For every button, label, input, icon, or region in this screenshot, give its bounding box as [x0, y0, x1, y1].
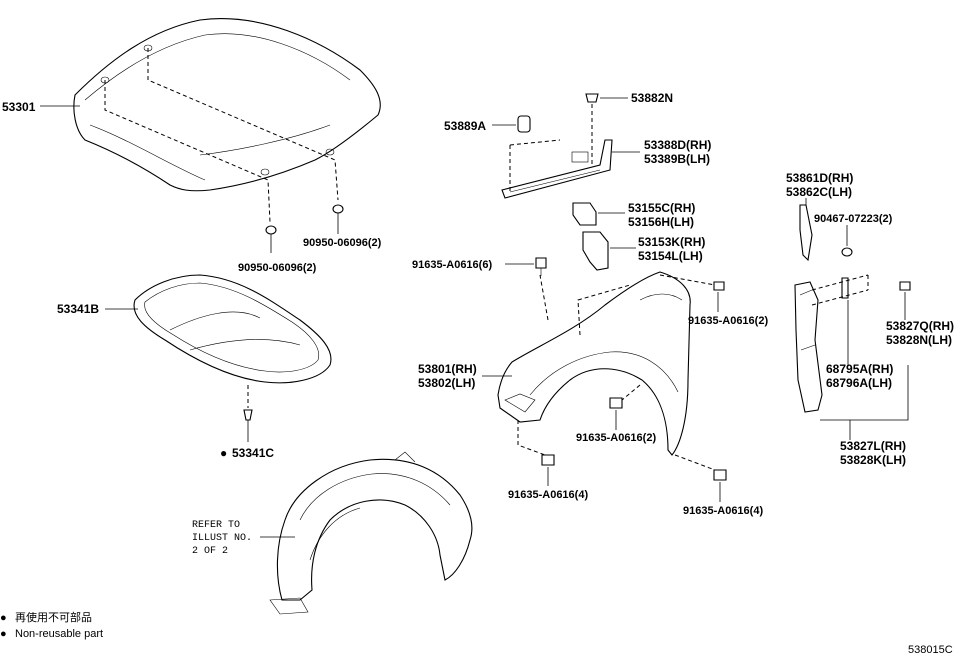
- hood-clip-right-drawing: [332, 204, 344, 214]
- refer-note-line3: 2 OF 2: [192, 546, 228, 557]
- label-clip-top: 53882N: [631, 91, 673, 105]
- legend-bullet-jp: ●: [0, 612, 7, 624]
- illustration-id: 538015C: [908, 644, 953, 656]
- label-seal-rh: 53388D(RH): [644, 138, 711, 152]
- bolt-right-top-drawing: [713, 281, 725, 291]
- bracket2-drawing: [582, 231, 609, 271]
- legend-bullet-en: ●: [0, 628, 7, 640]
- label-bolt-mid: 91635-A0616(2): [576, 432, 656, 444]
- label-seal-assy-lh: 53828K(LH): [840, 453, 906, 467]
- label-bolt-left-top: 91635-A0616(6): [412, 259, 492, 271]
- bolt-mid-drawing: [609, 397, 623, 409]
- label-seal-fender-lh: 53828N(LH): [886, 333, 952, 347]
- hood-drawing: [73, 18, 381, 223]
- clip-top-drawing: [585, 93, 599, 165]
- label-bolt-right-top: 91635-A0616(2): [688, 315, 768, 327]
- hood-clip-left-drawing: [265, 225, 277, 235]
- label-clip-small: 90467-07223(2): [814, 213, 893, 225]
- bolt-bottom-left-drawing: [541, 454, 555, 466]
- protector-drawing: [799, 204, 813, 262]
- label-hood-clip-right: 90950-06096(2): [303, 237, 382, 249]
- pad-drawing: [841, 277, 849, 299]
- seal-drawing: [501, 139, 613, 199]
- label-hood: 53301: [2, 100, 36, 114]
- label-pad-lh: 68796A(LH): [826, 376, 892, 390]
- label-seal-fender-rh: 53827Q(RH): [886, 319, 954, 333]
- refer-note-line1: REFER TO: [192, 520, 240, 531]
- label-bracket2-rh: 53153K(RH): [638, 235, 705, 249]
- legend-jp: 再使用不可部品: [15, 610, 92, 624]
- label-hood-insulator: 53341B: [57, 302, 99, 316]
- bolt-bottom-right-drawing: [713, 469, 727, 481]
- label-bracket2-lh: 53154L(LH): [638, 249, 703, 263]
- bullet-insulator-clip: ●: [220, 446, 227, 460]
- clip-small-drawing: [841, 225, 853, 257]
- refer-note-line2: ILLUST NO.: [192, 533, 252, 544]
- fender-drawing: [497, 271, 716, 471]
- seal-fender-drawing: [794, 274, 869, 413]
- label-bracket-lh: 53156H(LH): [628, 215, 694, 229]
- label-bracket-rh: 53155C(RH): [628, 201, 695, 215]
- label-bolt-bottom-left: 91635-A0616(4): [508, 489, 588, 501]
- label-fender-rh: 53801(RH): [418, 362, 477, 376]
- label-seal-lh: 53389B(LH): [644, 152, 710, 166]
- label-bolt-bottom-right: 91635-A0616(4): [683, 505, 763, 517]
- legend-en: Non-reusable part: [15, 628, 103, 640]
- label-insulator-clip: 53341C: [232, 446, 274, 460]
- label-protector-lh: 53862C(LH): [786, 185, 852, 199]
- label-cushion: 53889A: [444, 119, 486, 133]
- label-fender-lh: 53802(LH): [418, 376, 475, 390]
- hood-insulator-drawing: [133, 274, 332, 384]
- bracket-drawing: [572, 202, 597, 226]
- cushion-drawing: [517, 115, 531, 133]
- insulator-clip-drawing: [243, 385, 253, 442]
- bolt-left-top-drawing: [535, 257, 547, 276]
- fender-liner-drawing: [269, 451, 473, 615]
- label-protector-rh: 53861D(RH): [786, 171, 853, 185]
- label-pad-rh: 68795A(RH): [826, 362, 893, 376]
- label-seal-assy-rh: 53827L(RH): [840, 439, 906, 453]
- label-hood-clip-left: 90950-06096(2): [238, 262, 317, 274]
- seal-fender-clip-drawing: [899, 281, 911, 291]
